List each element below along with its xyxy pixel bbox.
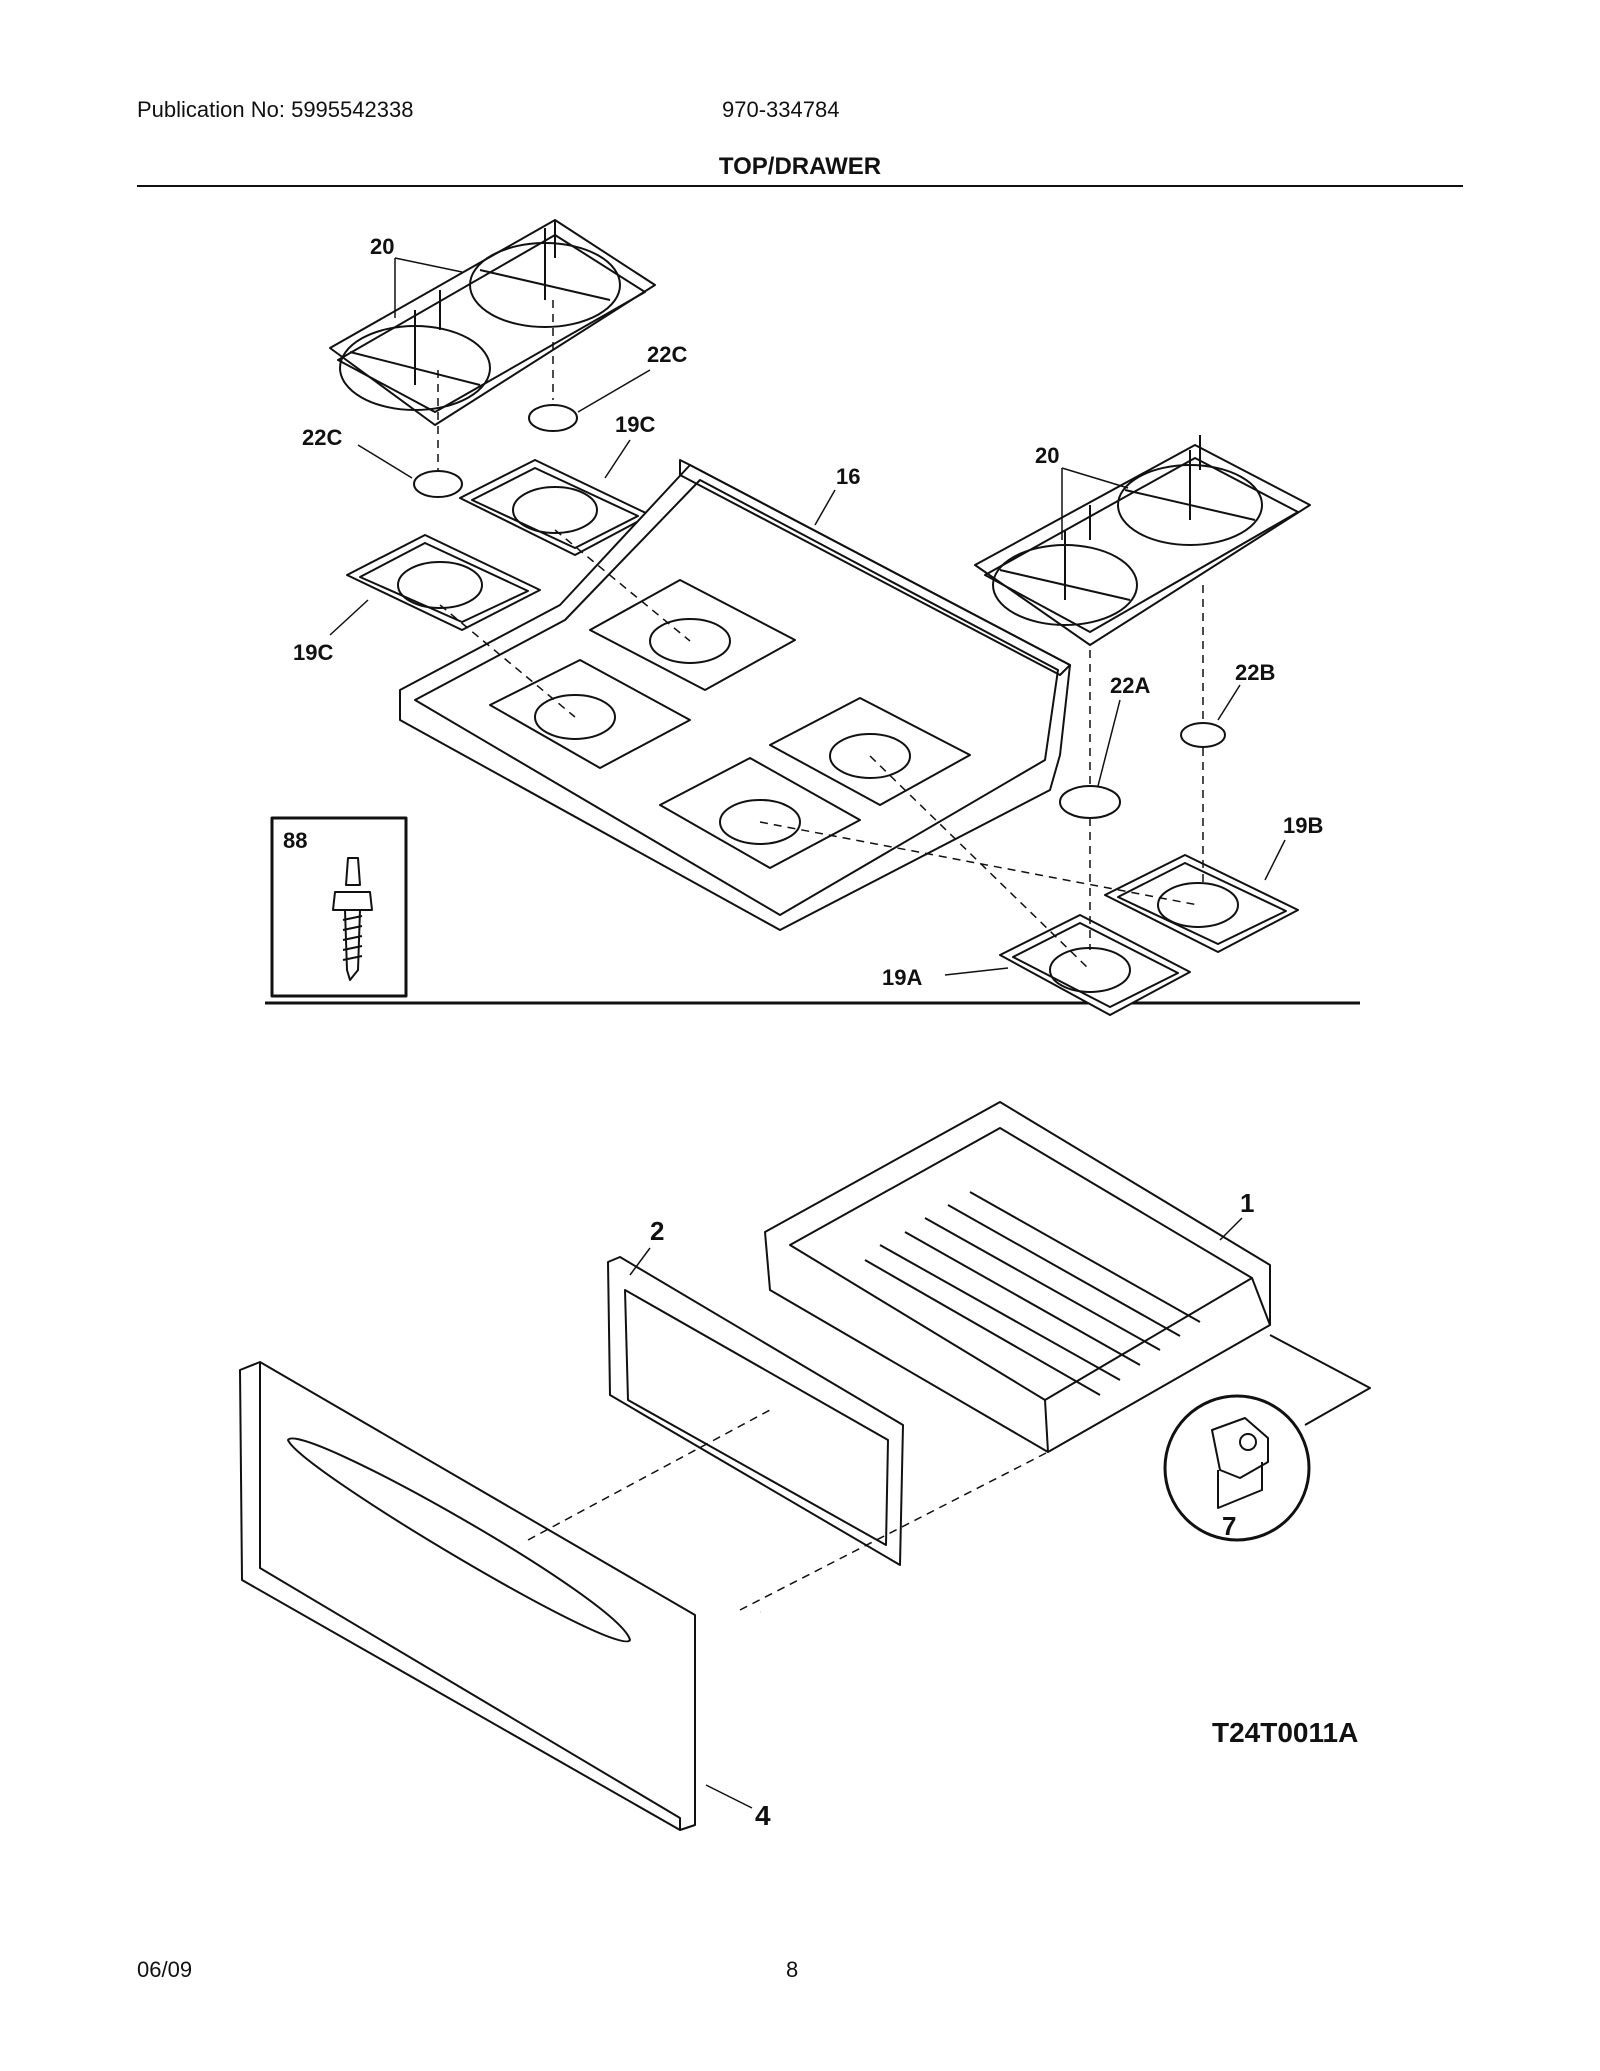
drawer-body xyxy=(764,1101,1271,1453)
left-burner-grate xyxy=(329,219,656,426)
callout-drawer-front: 4 xyxy=(755,1800,771,1831)
callout-pan-19c-upper: 19C xyxy=(615,412,655,437)
burner-pan-19a xyxy=(999,914,1191,1016)
callout-drawer-liner: 2 xyxy=(650,1216,664,1246)
section-title: TOP/DRAWER xyxy=(718,153,882,180)
callout-pan-19a: 19A xyxy=(882,965,922,990)
footer-page-number: 8 xyxy=(786,1957,799,1982)
roller-7-inset xyxy=(1163,1394,1311,1542)
right-burner-grate xyxy=(974,435,1311,646)
stud-88 xyxy=(332,857,373,981)
burner-cap-22a xyxy=(1059,785,1121,819)
callout-cooktop: 16 xyxy=(836,464,860,489)
callout-cap-22c-upper: 22C xyxy=(647,342,687,367)
callout-pan-19b: 19B xyxy=(1283,813,1323,838)
callout-pan-19c-lower: 19C xyxy=(293,640,333,665)
footer-date: 06/09 xyxy=(137,1957,193,1982)
burner-cap-22b xyxy=(1180,722,1226,748)
model-number: 970-334784 xyxy=(722,97,840,122)
callout-cap-22c-left: 22C xyxy=(302,425,342,450)
publication-number: Publication No: 5995542338 xyxy=(137,97,414,122)
callout-grate-left: 20 xyxy=(370,234,394,259)
callout-grate-right: 20 xyxy=(1035,443,1059,468)
burner-cap-22c-left xyxy=(413,470,463,498)
callout-stud-88: 88 xyxy=(283,828,307,853)
callout-cap-22a: 22A xyxy=(1110,673,1150,698)
burner-cap-22c-upper xyxy=(528,404,578,432)
diagram-code: T24T0011A xyxy=(1212,1717,1358,1748)
burner-pan-19c-lower xyxy=(346,534,541,631)
burner-pan-19b xyxy=(1104,854,1299,953)
callout-drawer-body: 1 xyxy=(1240,1188,1254,1218)
drawer-liner-panel xyxy=(607,1256,904,1566)
drawer-front-panel xyxy=(239,1361,696,1831)
callout-roller: 7 xyxy=(1222,1511,1236,1541)
callout-cap-22b: 22B xyxy=(1235,660,1275,685)
cooktop-main-top xyxy=(399,459,1071,931)
